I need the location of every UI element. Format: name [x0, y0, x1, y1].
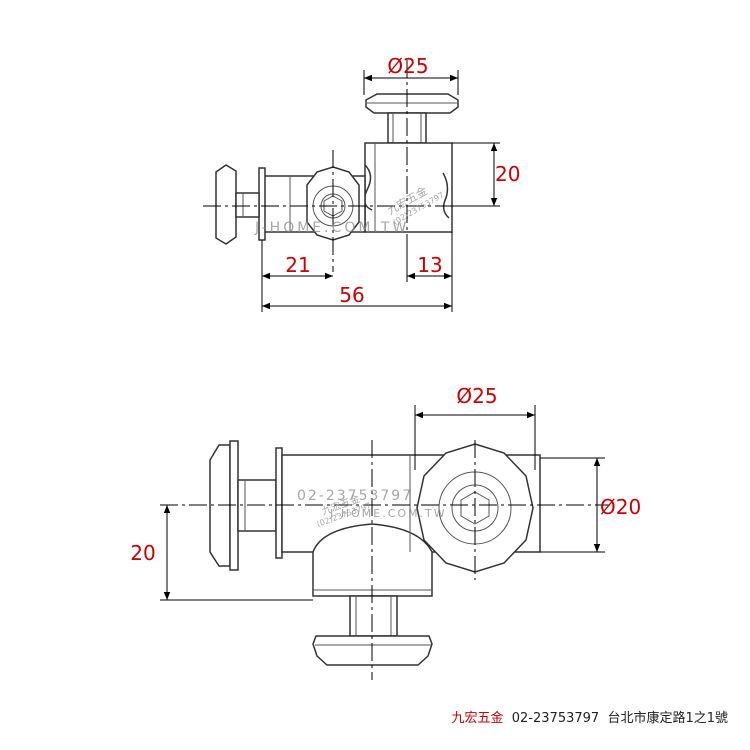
left-knob: [215, 164, 260, 245]
watermark-site-bottom: J-HOME.COM.TW: [329, 507, 447, 520]
dim-right: 13: [417, 253, 442, 277]
bottom-dimensions: Ø25 Ø20 20: [130, 384, 641, 601]
dim-diameter-right: Ø20: [600, 495, 641, 519]
watermark-phone: 02-23753797: [297, 488, 413, 504]
footer-address: 台北市康定路1之1號: [607, 711, 728, 726]
footer-brand: 九宏五金: [451, 711, 504, 726]
dim-left: 21: [285, 253, 310, 277]
bottom-watermark: 02-23753797 J-HOME.COM.TW (02)23753797 九…: [297, 488, 447, 529]
dim-total: 56: [339, 283, 364, 307]
top-dimensions: Ø25 20 21 13 56: [261, 54, 520, 312]
footer: 九宏五金 02-23753797 台北市康定路1之1號: [452, 707, 729, 726]
top-cap: [365, 93, 459, 144]
top-view: Ø25 20 21 13 56 J-HOME.COM.TW 九宏五金 (02)2…: [203, 54, 520, 312]
bottom-cap: [312, 595, 433, 666]
dim-height-bottom: 20: [130, 541, 155, 565]
dim-diameter-top: Ø25: [387, 54, 428, 78]
dim-diameter-bottom: Ø25: [456, 384, 497, 408]
bottom-view: Ø25 Ø20 20 02-23753797 J-HOME.COM.TW (02…: [130, 384, 641, 680]
footer-phone: 02-23753797: [511, 711, 600, 726]
watermark-site: J-HOME.COM.TW: [254, 220, 409, 236]
dim-height-top: 20: [495, 162, 520, 186]
